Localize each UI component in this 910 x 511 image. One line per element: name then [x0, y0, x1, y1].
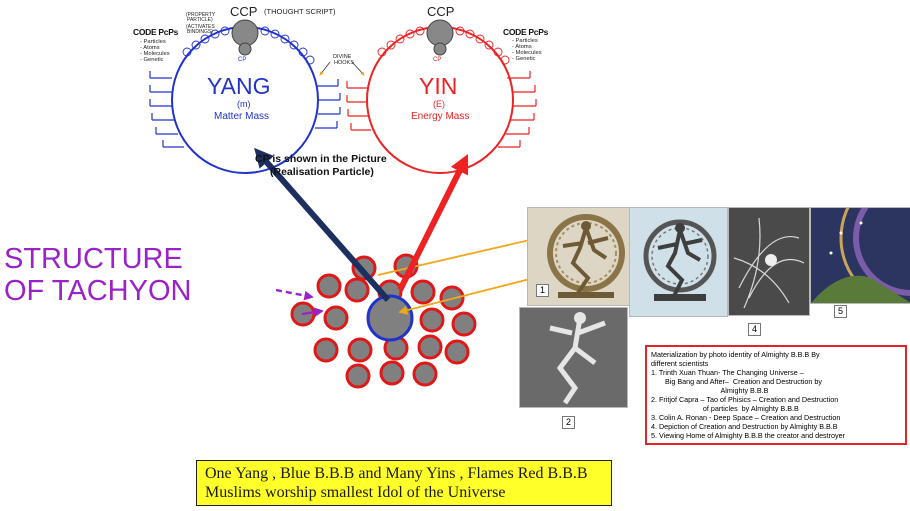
yin-bead-rim — [377, 26, 510, 65]
info-line: Almighty B.B.B — [651, 386, 769, 395]
divine-hooks-label: HOOKS — [334, 60, 354, 66]
flammarion-cosmos-figure — [811, 208, 910, 303]
photo-number: 4 — [748, 323, 762, 336]
info-line: 3. Colin A. Ronan - Deep Space – Creatio… — [651, 413, 841, 422]
yin-code-pcps-label: CODE PcPs — [503, 27, 549, 37]
yang-title: YANG — [207, 73, 271, 99]
info-line: 5. Viewing Home of Almighty B.B.B the cr… — [651, 431, 846, 440]
photo-number: 2 — [562, 416, 576, 429]
scientists-info-box: Materialization by photo identity of Alm… — [645, 345, 907, 445]
tachyon-title-line: STRUCTURE — [4, 243, 183, 275]
dancing-figure-photo — [549, 312, 606, 405]
yang-property-note: PARTICLE) — [187, 17, 213, 23]
caption-line: One Yang , Blue B.B.B and Many Yins , Fl… — [205, 465, 588, 482]
particle-tracks-figure — [733, 217, 805, 309]
info-line: 2. Fritjof Capra – Tao of Phisics – Crea… — [651, 395, 839, 404]
yang-code-item: - Atoms — [140, 45, 160, 51]
yin-code-item: - Particles — [512, 38, 538, 44]
yang-bead-rim — [182, 26, 315, 65]
yang-cp-label: CP — [238, 57, 247, 63]
yin-code-item: - Genetic — [512, 56, 536, 62]
photo-dancing-figure — [519, 307, 628, 408]
info-line: of particles by Almighty B.B.B — [651, 404, 799, 413]
realisation-particle-note: (Realisation Particle) — [270, 166, 374, 178]
yang-thought-script-label: (THOUGHT SCRIPT) — [264, 7, 336, 16]
photo-number: 1 — [536, 284, 550, 297]
yang-code-item: - Particles — [140, 39, 166, 45]
tachyon-cluster — [290, 253, 477, 389]
yin-title: YIN — [419, 73, 458, 99]
yang-code-item: - Molecules — [140, 51, 170, 57]
yang-ccp-label: CCP — [230, 4, 258, 19]
yang-hooks-left — [149, 71, 184, 148]
yin-code-item: - Molecules — [512, 50, 542, 56]
nataraja-bronze-figure — [547, 214, 625, 298]
yin-subtitle: Energy Mass — [411, 111, 470, 122]
yang-hooks-right — [315, 79, 341, 129]
photo-nataraja-bronze: 1 — [527, 207, 630, 306]
photo-particle-tracks — [728, 207, 810, 316]
realisation-particle-note: CP is shown in the Picture — [255, 153, 387, 165]
yang-code-pcps-label: CODE PcPs — [133, 27, 179, 37]
tachyon-title-line: OF TACHYON — [4, 275, 192, 307]
yang-ccp-head — [231, 19, 259, 56]
yang-code-item: - Genetic — [140, 57, 164, 63]
info-line: 1. Trinth Xuan Thuan- The Changing Unive… — [651, 368, 804, 377]
tachyon-label-pointer — [275, 288, 324, 317]
arrow-to-yin — [397, 153, 469, 292]
info-line: different scientists — [651, 359, 709, 368]
yang-mass-symbol: (m) — [237, 99, 251, 109]
divine-hooks-pointers — [319, 61, 365, 76]
yang-property-note: (PROPERTY — [186, 12, 216, 18]
yin-ccp-label: CCP — [427, 4, 455, 19]
yin-mass-symbol: (E) — [433, 99, 445, 109]
nataraja-statue-figure — [643, 219, 717, 301]
arrow-to-yang — [254, 147, 391, 302]
photo-number: 5 — [834, 305, 848, 318]
yang-property-note: (ACTIVATES — [186, 24, 215, 30]
caption-banner: One Yang , Blue B.B.B and Many Yins , Fl… — [196, 460, 612, 506]
yin-cp-label: CP — [433, 57, 442, 63]
photo-flammarion-cosmos — [810, 207, 910, 304]
tachyon-core-particle — [366, 294, 414, 342]
divine-hooks-label: DIVINE — [333, 54, 352, 60]
yang-property-note: BINDINGS) — [187, 29, 213, 35]
info-line: Big Bang and After– Creation and Destruc… — [651, 377, 823, 386]
yin-hooks-right — [498, 71, 537, 148]
info-line: 4. Depiction of Creation and Destruction… — [651, 422, 838, 431]
yin-ccp-head — [426, 19, 454, 56]
yang-subtitle: Matter Mass — [214, 111, 270, 122]
yin-hooks-left — [346, 81, 371, 131]
yin-code-item: - Atoms — [512, 44, 532, 50]
caption-line: Muslims worship smallest Idol of the Uni… — [205, 484, 506, 501]
photo-nataraja-statue: 3 — [629, 207, 728, 317]
info-line: Materialization by photo identity of Alm… — [651, 350, 820, 359]
